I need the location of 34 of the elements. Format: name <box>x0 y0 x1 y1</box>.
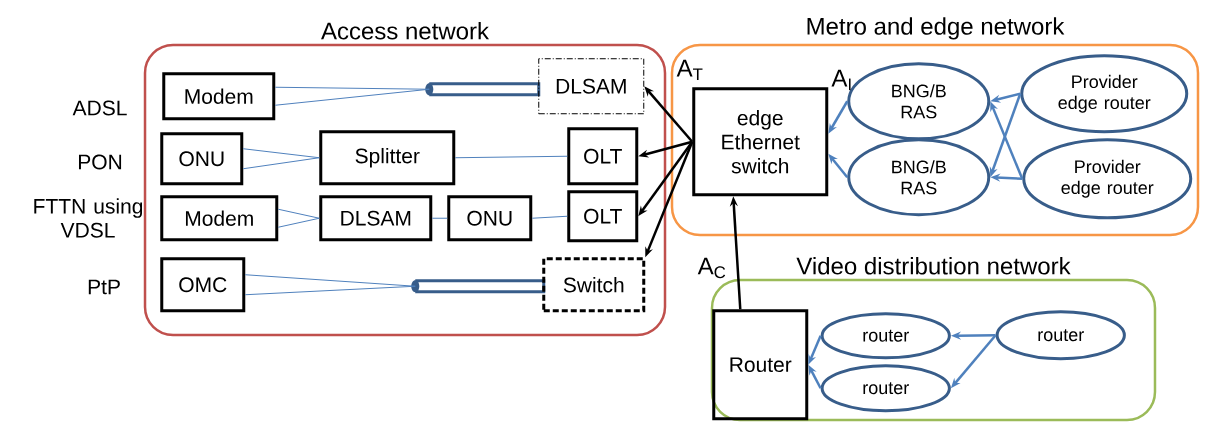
connector-line <box>274 88 430 106</box>
device-box: edge Ethernet switch <box>692 87 829 197</box>
connector-line <box>277 208 320 219</box>
connector-line <box>244 285 416 296</box>
device-box: ONU <box>447 195 533 242</box>
device-box: DLSAM <box>319 195 433 242</box>
device-box: OLT <box>567 190 639 243</box>
device-box: DLSAM <box>538 58 645 115</box>
node-label: Access network <box>321 21 490 40</box>
device-box: Modem <box>160 195 279 242</box>
interface-label: A$_{T}$ <box>676 59 703 81</box>
node-label: Metro and edge network <box>807 17 1065 40</box>
cable-drawing <box>411 279 546 294</box>
access-label: ADSL <box>72 100 127 116</box>
connector-line <box>244 274 416 287</box>
device-box: Splitter <box>319 130 456 186</box>
access-label: PON <box>79 154 122 170</box>
device-box: Router <box>712 309 809 421</box>
device-box: ONU <box>160 132 244 186</box>
connector-line <box>454 155 568 159</box>
access-label: PtP <box>88 279 120 295</box>
device-box: OMC <box>160 257 246 313</box>
connector-line <box>277 217 320 228</box>
connector-line <box>242 157 320 170</box>
interface-label: A$_{I}$ <box>831 69 851 91</box>
access-label: FTTN using VDSL <box>34 198 143 238</box>
connector-line <box>431 217 448 219</box>
interface-label: A$_{C}$ <box>697 257 726 279</box>
node-label: Video distribution network <box>796 256 1071 275</box>
device-box: Modem <box>162 72 276 121</box>
device-box: Switch <box>542 257 646 313</box>
device-box: OLT <box>567 127 639 186</box>
connector-line <box>531 215 568 219</box>
cable-drawing <box>425 82 541 97</box>
